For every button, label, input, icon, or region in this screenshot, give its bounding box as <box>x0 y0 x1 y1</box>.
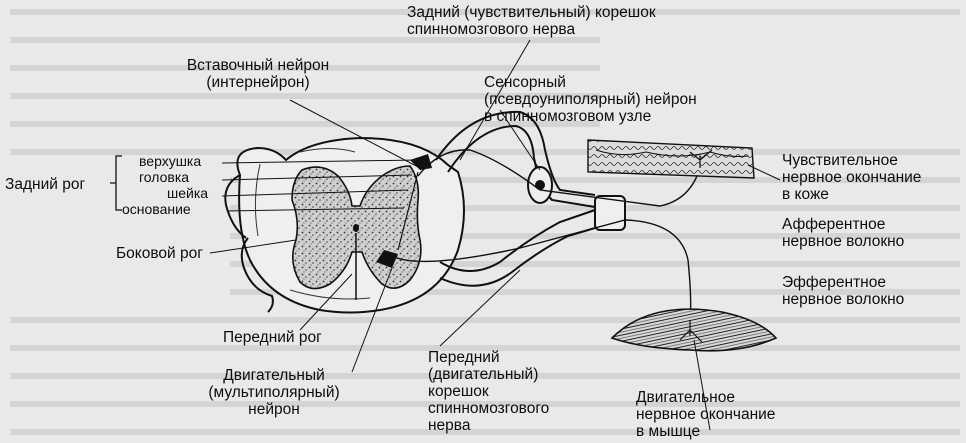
label-sensory-neuron: Сенсорный (псевдоуниполярный) нейрон в с… <box>484 74 697 125</box>
label-apex: верхушка <box>139 154 201 169</box>
label-lateral-horn: Боковой рог <box>116 245 203 262</box>
label-efferent-fiber: Эфферентное нервное волокно <box>782 274 904 308</box>
label-head: головка <box>139 170 189 185</box>
posterior-horn-brace <box>110 156 122 210</box>
label-muscle-ending: Двигательное нервное окончание в мышце <box>636 389 775 440</box>
label-base: основание <box>122 202 191 217</box>
label-anterior-horn: Передний рог <box>223 329 322 346</box>
label-interneuron: Вставочный нейрон (интернейрон) <box>178 57 338 91</box>
label-motor-neuron: Двигательный (мультиполярный) нейрон <box>199 367 349 418</box>
label-anterior-root: Передний (двигательный) корешок спинномо… <box>428 349 549 434</box>
label-posterior-horn: Задний рог <box>5 176 85 193</box>
central-canal <box>353 224 359 232</box>
label-afferent-fiber: Афферентное нервное волокно <box>782 216 904 250</box>
label-posterior-root: Задний (чувствительный) корешок спинномо… <box>407 4 656 38</box>
label-skin-ending: Чувствительное нервное окончание в коже <box>782 152 921 203</box>
skin-patch <box>588 140 754 178</box>
muscle <box>612 309 776 351</box>
label-neck: шейка <box>167 186 208 201</box>
